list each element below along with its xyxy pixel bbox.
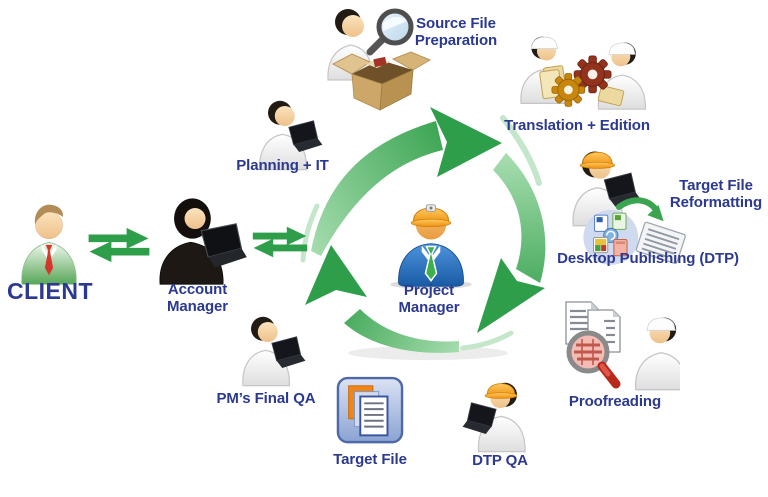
source-file-preparation-label: Source File Preparation [404,15,508,49]
account-manager-label-line1: Account [167,281,228,298]
worker-hardhat-laptop-icon [462,382,526,453]
documents-red-magnifier-worker-icon [565,301,680,391]
target-file-label: Target File [333,451,407,468]
worker-laptop-icon [242,316,306,387]
account-manager-label-line2: Manager [167,297,228,315]
dtp-qa-label: DTP QA [472,452,528,469]
project-manager-label: Project Manager [388,282,470,316]
account-manager-label: Account Manager [140,281,255,315]
stacked-documents-blue-panel-icon [336,376,404,444]
proofreading-label: Proofreading [568,393,662,410]
worker-laptop-icon [259,100,323,171]
worker-hardhat-laptop-icon [572,151,686,265]
two-workers-gears-icon [520,36,646,110]
client-label: CLIENT [6,278,94,304]
project-manager-label-line2: Manager [398,298,460,316]
planning-it-label: Planning + IT [236,157,329,174]
source-file-preparation-label-line1: Source File [416,15,496,32]
translation-edition-label: Translation + Edition [504,117,650,134]
pm-final-qa-label: PM’s Final QA [216,390,316,407]
worker-magnifier-open-box-icon [327,8,432,111]
account-cycle-double-arrow-icon [252,226,308,258]
project-manager-label-line1: Project [403,282,455,299]
source-file-preparation-label-line2: Preparation [414,31,498,49]
project-manager-hardhat-person-icon [390,204,472,290]
target-file-reformatting-label-line2: Reformatting [669,193,763,211]
client-account-double-arrow-icon [88,227,150,263]
target-file-reformatting-label: Target File Reformatting [664,177,768,211]
client-person-icon [21,204,77,285]
desktop-publishing-label: Desktop Publishing (DTP) [557,250,739,267]
account-manager-person-laptop-icon [159,198,247,285]
target-file-reformatting-label-line1: Target File [679,177,753,194]
